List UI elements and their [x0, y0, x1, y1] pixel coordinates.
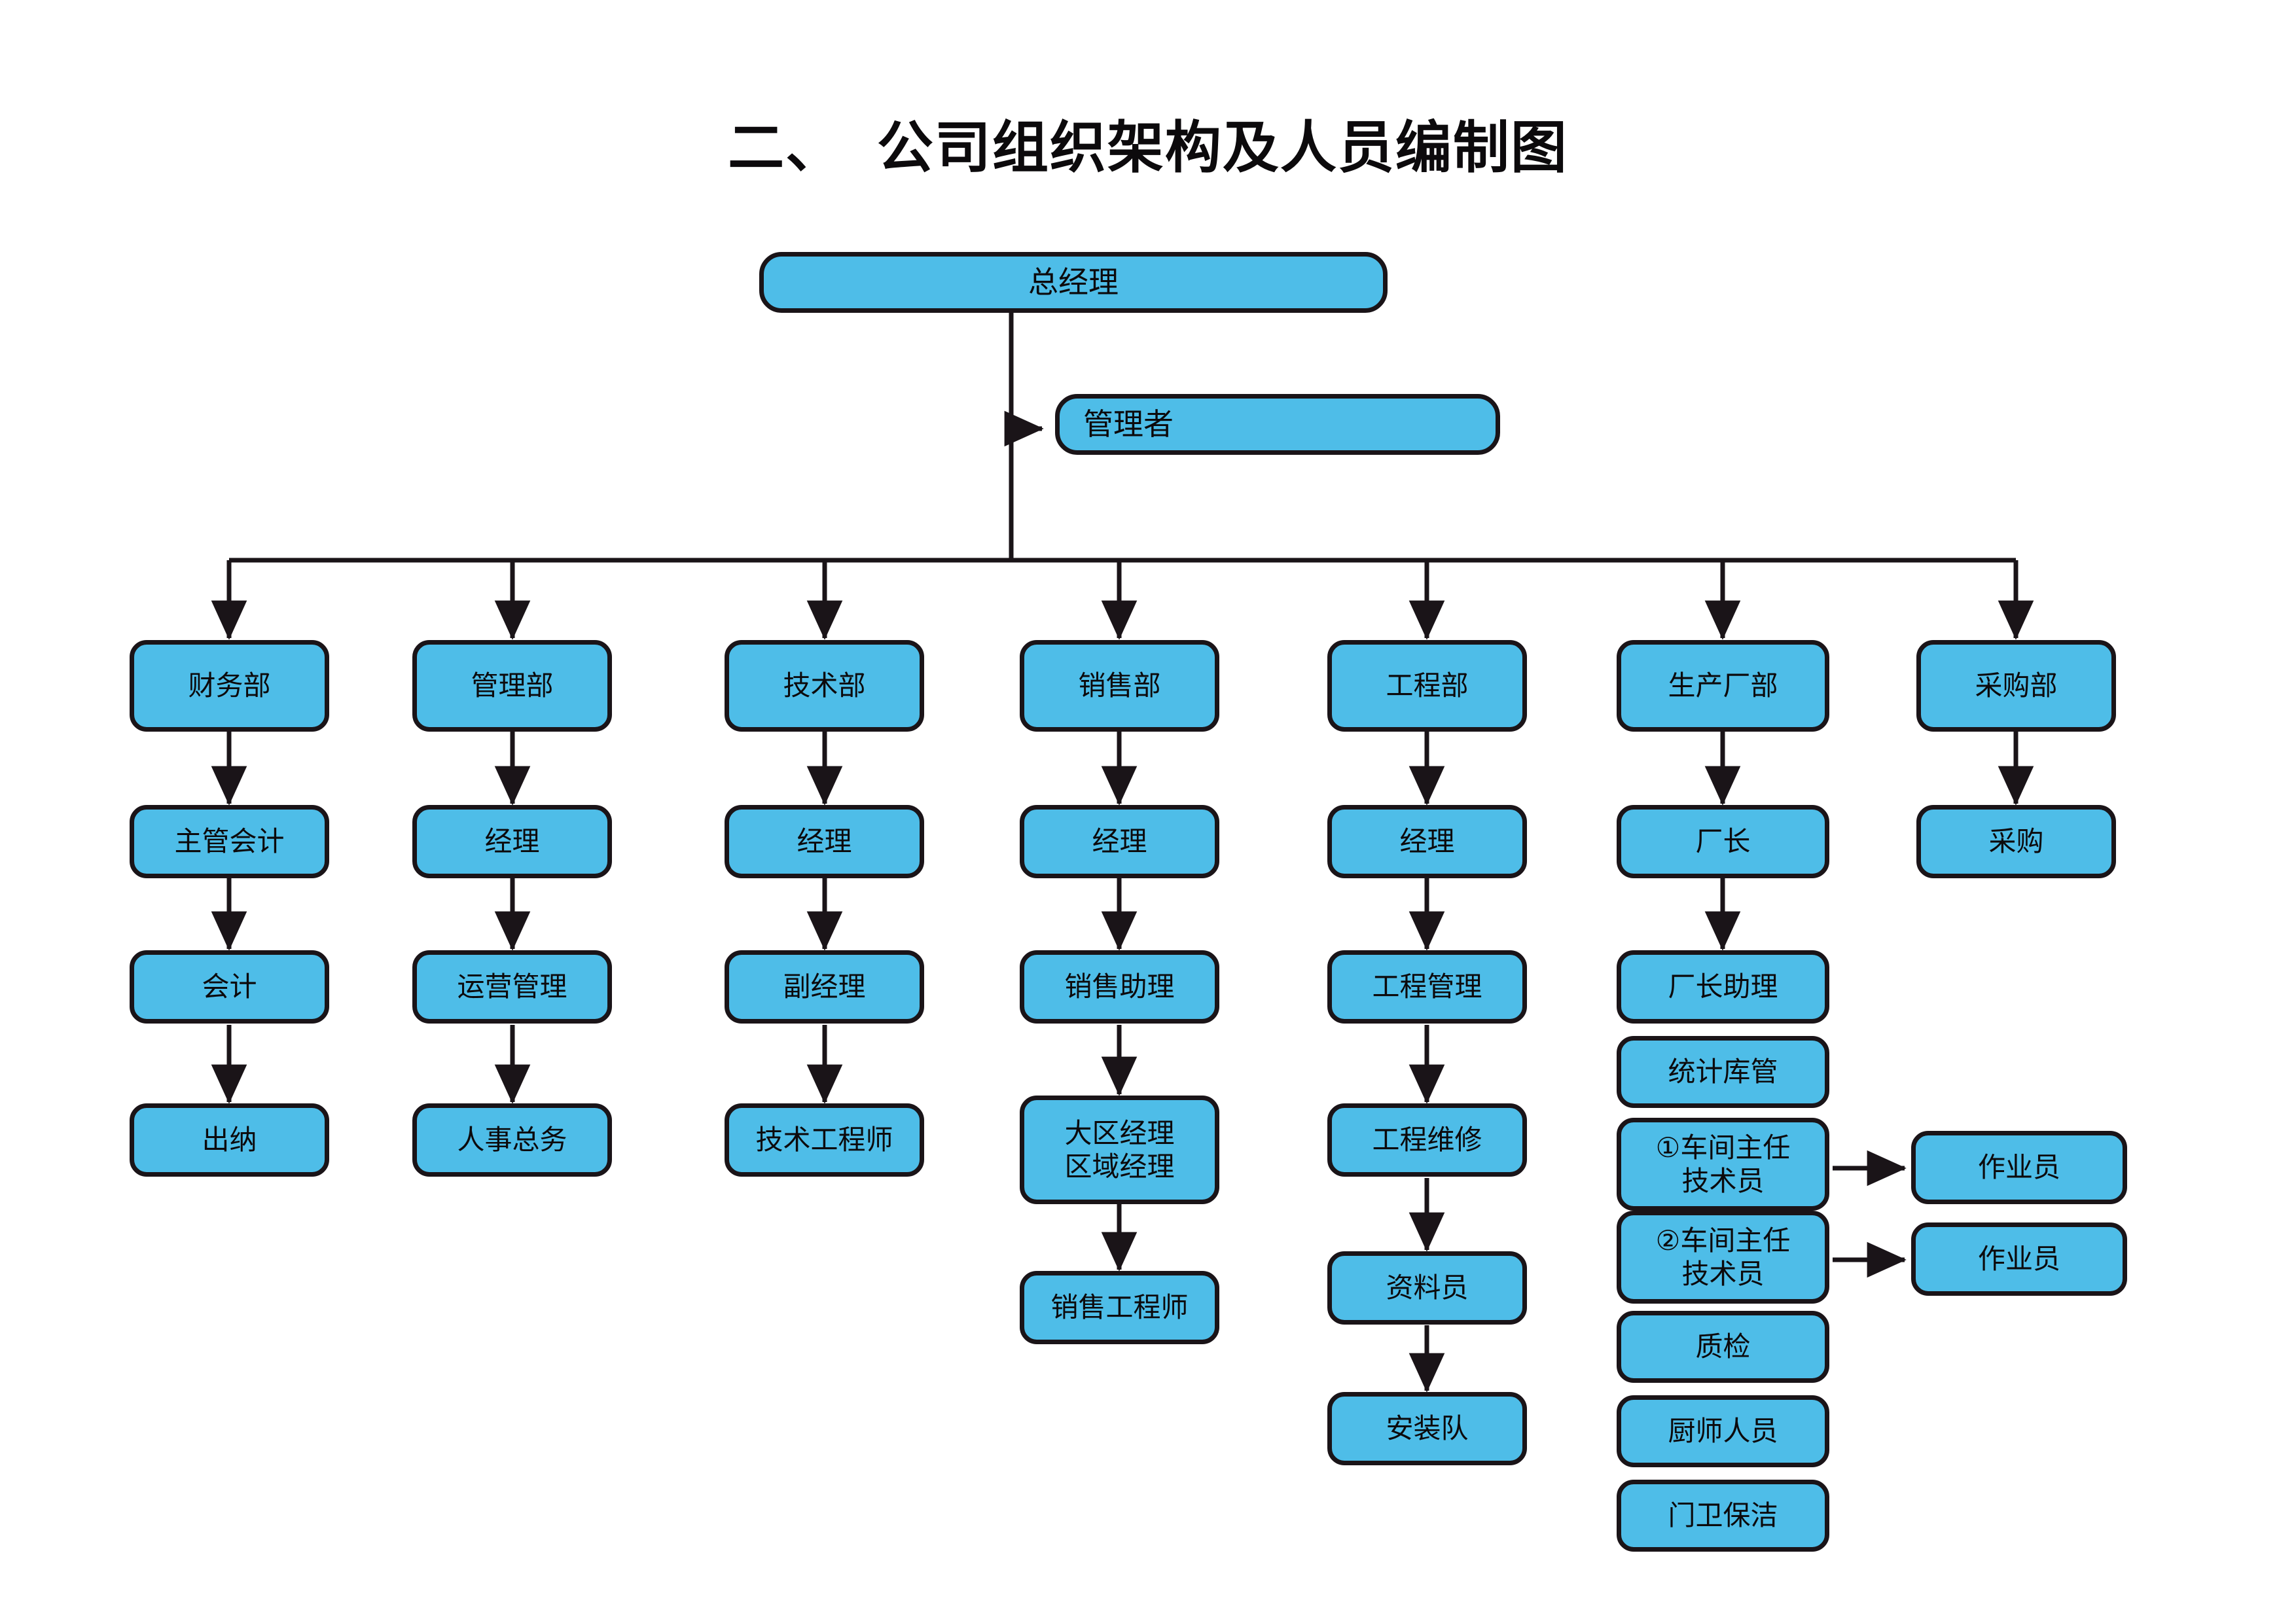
production-role-workshop-director-2[interactable]: ②车间主任 技术员	[1617, 1211, 1829, 1304]
purchasing-role-buyer[interactable]: 采购	[1916, 805, 2116, 878]
finance-role-chief-accountant[interactable]: 主管会计	[130, 805, 329, 878]
sales-role-regional-manager[interactable]: 大区经理 区域经理	[1020, 1096, 1219, 1204]
department-administration[interactable]: 管理部	[412, 640, 612, 732]
page-title: 二、 公司组织架构及人员编制图	[728, 116, 1568, 179]
production-role-statistics-warehouse[interactable]: 统计库管	[1617, 1036, 1829, 1108]
administration-role-operations[interactable]: 运营管理	[412, 950, 612, 1024]
department-production[interactable]: 生产厂部	[1617, 640, 1829, 732]
finance-role-accountant[interactable]: 会计	[130, 950, 329, 1024]
engineering-role-installation-team[interactable]: 安装队	[1327, 1392, 1527, 1465]
department-technology[interactable]: 技术部	[725, 640, 924, 732]
production-role-workshop-director-1[interactable]: ①车间主任 技术员	[1617, 1118, 1829, 1211]
production-role-operator-2[interactable]: 作业员	[1911, 1222, 2127, 1296]
technology-role-manager[interactable]: 经理	[725, 805, 924, 878]
node-manager[interactable]: 管理者	[1055, 394, 1500, 455]
engineering-role-project-management[interactable]: 工程管理	[1327, 950, 1527, 1024]
node-general-manager[interactable]: 总经理	[759, 252, 1388, 313]
department-sales[interactable]: 销售部	[1020, 640, 1219, 732]
administration-role-hr-general-affairs[interactable]: 人事总务	[412, 1103, 612, 1177]
engineering-role-document-clerk[interactable]: 资料员	[1327, 1251, 1527, 1325]
technology-role-technical-engineer[interactable]: 技术工程师	[725, 1103, 924, 1177]
production-role-gate-cleaning[interactable]: 门卫保洁	[1617, 1480, 1829, 1552]
production-role-plant-director[interactable]: 厂长	[1617, 805, 1829, 878]
production-role-kitchen-staff[interactable]: 厨师人员	[1617, 1395, 1829, 1467]
finance-role-cashier[interactable]: 出纳	[130, 1103, 329, 1177]
sales-role-sales-assistant[interactable]: 销售助理	[1020, 950, 1219, 1024]
administration-role-manager[interactable]: 经理	[412, 805, 612, 878]
sales-role-manager[interactable]: 经理	[1020, 805, 1219, 878]
department-engineering[interactable]: 工程部	[1327, 640, 1527, 732]
production-role-plant-director-assistant[interactable]: 厂长助理	[1617, 950, 1829, 1024]
production-role-quality-inspection[interactable]: 质检	[1617, 1311, 1829, 1383]
engineering-role-manager[interactable]: 经理	[1327, 805, 1527, 878]
sales-role-sales-engineer[interactable]: 销售工程师	[1020, 1271, 1219, 1344]
department-purchasing[interactable]: 采购部	[1916, 640, 2116, 732]
department-finance[interactable]: 财务部	[130, 640, 329, 732]
technology-role-deputy-manager[interactable]: 副经理	[725, 950, 924, 1024]
engineering-role-maintenance[interactable]: 工程维修	[1327, 1103, 1527, 1177]
production-role-operator-1[interactable]: 作业员	[1911, 1131, 2127, 1204]
